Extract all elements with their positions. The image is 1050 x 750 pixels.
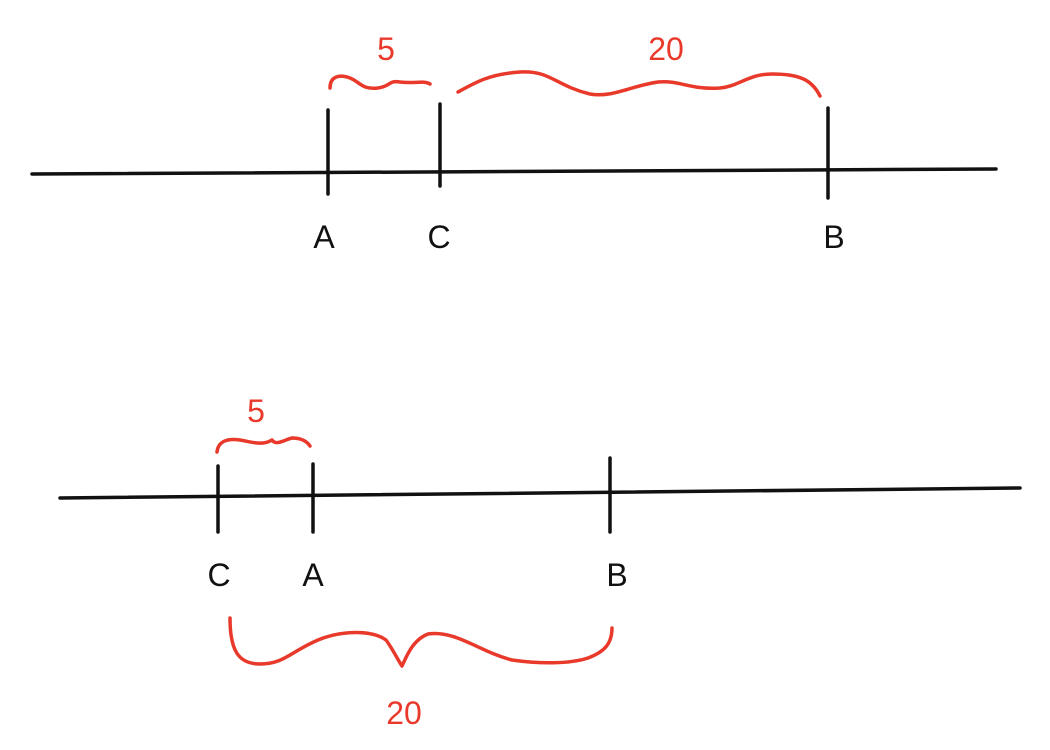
bottom-label-c: C: [207, 557, 230, 593]
bottom-number-line: [58, 486, 1022, 500]
bottom-number-line-group: C A B 5 20: [58, 393, 1022, 731]
bottom-brace-c-a: [215, 436, 312, 454]
top-label-b: B: [823, 219, 844, 255]
bottom-label-a: A: [302, 557, 324, 593]
top-label-a: A: [313, 219, 335, 255]
top-distance-c-b-label: 20: [648, 31, 684, 67]
bottom-label-b: B: [606, 557, 627, 593]
bottom-brace-c-b: [228, 616, 614, 668]
top-brace-a-c: [328, 74, 432, 91]
top-label-c: C: [427, 219, 450, 255]
top-number-line: [30, 167, 998, 176]
top-brace-c-b: [456, 70, 822, 98]
bottom-distance-c-b-label: 20: [386, 695, 422, 731]
bottom-distance-c-a-label: 5: [247, 393, 265, 429]
top-number-line-group: A C B 5 20: [30, 31, 998, 255]
top-distance-a-c-label: 5: [377, 31, 395, 67]
